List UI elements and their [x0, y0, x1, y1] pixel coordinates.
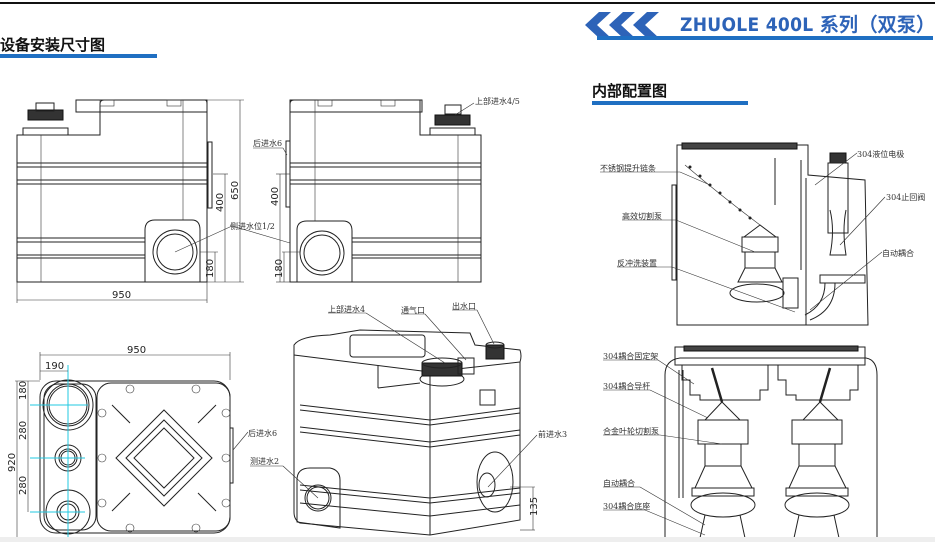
label-iso-top-inlet: 上部进水4 — [328, 304, 365, 314]
internal-underline — [592, 101, 748, 105]
label-coupling-base: 304耦合底座 — [603, 501, 650, 511]
top-rule — [0, 2, 935, 4]
front-dim-180: 180 — [205, 259, 216, 278]
front-view-drawing: 950 650 400 180 侧进水位1/2 — [16, 99, 291, 303]
top-dim-280b: 280 — [18, 476, 29, 495]
side-dim-400: 400 — [270, 187, 281, 206]
internal-front-drawing: 304耦合固定架 304耦合导杆 合金叶轮切割泵 自动耦合 304耦合底座 — [603, 345, 878, 542]
iso-dim-135: 135 — [529, 497, 540, 516]
pump-left — [690, 401, 756, 539]
label-top-inlet: 上部进水4/5 — [475, 96, 520, 106]
brand-title: ZHUOLE 400L 系列（双泵） — [680, 14, 935, 36]
label-outlet: 出水口 — [452, 301, 476, 311]
install-underline — [0, 54, 157, 58]
bottom-strip — [0, 537, 935, 542]
label-chain: 不锈钢提升链条 — [600, 163, 656, 173]
pump-right — [784, 401, 850, 539]
top-dim-180: 180 — [18, 381, 29, 400]
top-view-drawing: 950 190 920 180 280 280 后进水6 — [7, 345, 277, 540]
install-section-title: 设备安装尺寸图 — [0, 36, 106, 54]
label-rear-inlet-top: 后进水6 — [248, 428, 277, 438]
label-cutting-pump: 高效切割泵 — [622, 211, 662, 221]
top-dim-280a: 280 — [18, 421, 29, 440]
label-side-inlet: 侧进水位1/2 — [230, 221, 275, 231]
internal-side-drawing: 不锈钢提升链条 高效切割泵 反冲洗装置 304液位电极 304止回阀 自动耦合 — [600, 142, 925, 326]
label-guide-rod: 304耦合导杆 — [603, 381, 650, 391]
label-iso-side-inlet: 测进水2 — [250, 456, 279, 466]
label-backflush: 反冲洗装置 — [617, 258, 657, 268]
label-auto-coupling-front: 自动耦合 — [603, 478, 635, 488]
label-level-electrode: 304液位电极 — [857, 149, 904, 159]
top-dim-920: 920 — [7, 453, 18, 472]
front-dim-height: 650 — [230, 181, 241, 200]
label-alloy-pump: 合金叶轮切割泵 — [603, 426, 659, 436]
front-dim-width: 950 — [112, 290, 131, 301]
brand-underline — [597, 36, 933, 40]
label-rear-inlet-side: 后进水6 — [253, 138, 282, 148]
brand-chevrons-icon — [585, 12, 659, 38]
label-check-valve: 304止回阀 — [886, 192, 925, 202]
front-dim-400: 400 — [215, 193, 226, 212]
label-vent: 通气口 — [401, 305, 425, 315]
iso-view-drawing: 135 上部进水4 通气口 出水口 测进水2 前进水3 — [250, 301, 567, 536]
label-coupling-bracket: 304耦合固定架 — [603, 351, 658, 361]
top-dim-width: 950 — [127, 345, 146, 356]
side-view-drawing: 400 180 后进水6 上部进水4/5 — [253, 96, 520, 283]
top-dim-190: 190 — [45, 361, 64, 372]
side-dim-180: 180 — [274, 259, 285, 278]
label-auto-coupling-side: 自动耦合 — [882, 248, 914, 258]
internal-section-title: 内部配置图 — [592, 82, 668, 100]
label-front-inlet: 前进水3 — [538, 429, 567, 439]
